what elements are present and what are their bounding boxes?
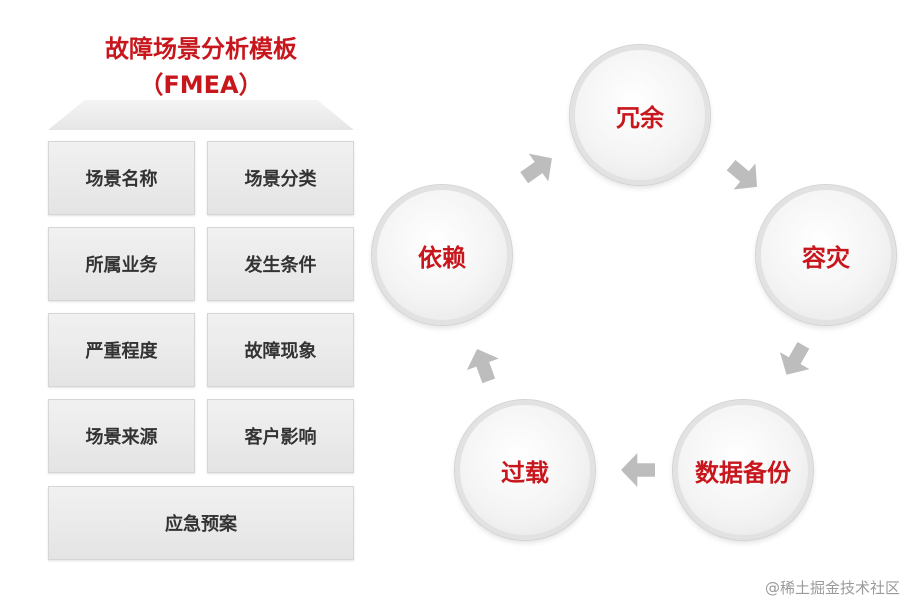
node-disaster-recovery: 容灾 — [756, 185, 896, 325]
arrow-overload-to-dependency-icon — [461, 343, 505, 387]
node-overload: 过载 — [455, 400, 595, 540]
cell-business: 所属业务 — [48, 227, 195, 301]
arrow-dependency-to-redundancy-icon — [514, 144, 561, 191]
watermark: @稀土掘金技术社区 — [764, 579, 900, 597]
arrow-redundancy-to-dr-icon — [720, 152, 768, 200]
arrow-dr-to-backup-icon — [772, 337, 818, 383]
node-redundancy: 冗余 — [570, 45, 710, 185]
arrow-backup-to-overload-icon — [621, 453, 655, 487]
cell-customer-impact: 客户影响 — [207, 399, 354, 473]
node-dependency: 依赖 — [372, 185, 512, 325]
cell-emergency-plan: 应急预案 — [48, 486, 354, 560]
template-subtitle: （FMEA） — [139, 71, 263, 99]
template-roof — [48, 100, 354, 130]
cell-scene-name: 场景名称 — [48, 141, 195, 215]
cell-source: 场景来源 — [48, 399, 195, 473]
cell-symptoms: 故障现象 — [207, 313, 354, 387]
node-data-backup: 数据备份 — [673, 400, 813, 540]
cell-conditions: 发生条件 — [207, 227, 354, 301]
cell-scene-category: 场景分类 — [207, 141, 354, 215]
template-title: 故障场景分析模板 — [105, 35, 297, 63]
cell-severity: 严重程度 — [48, 313, 195, 387]
